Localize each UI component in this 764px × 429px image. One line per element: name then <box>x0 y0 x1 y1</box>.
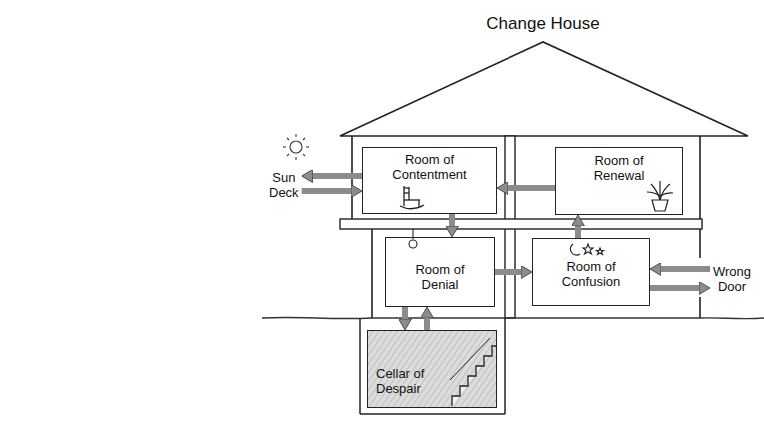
ground-line <box>262 317 764 318</box>
room-label: Cellar of Despair <box>376 367 448 397</box>
move-arrow <box>424 318 430 330</box>
room-box: Cellar of Despair <box>367 330 497 408</box>
room-label: Room of Denial <box>400 263 480 293</box>
move-arrow <box>575 226 581 238</box>
outside-place: Wrong Door <box>710 262 754 298</box>
room-box: Room of Renewal <box>555 147 683 215</box>
rocking-chair-symbol <box>400 186 424 209</box>
room-label: Sun Deck <box>269 171 299 201</box>
plant-symbol <box>647 181 673 211</box>
move-arrow <box>449 214 455 226</box>
cellar-shading <box>367 330 497 408</box>
room-box: Room of Denial <box>385 237 495 307</box>
move-arrow <box>650 285 699 291</box>
sun-symbol <box>283 134 309 160</box>
light-bulb-symbol <box>409 229 417 248</box>
move-arrow <box>402 307 408 319</box>
move-arrow <box>495 269 521 275</box>
roof-outline <box>340 42 748 136</box>
room-box: Room of Contentment <box>362 147 497 214</box>
move-arrow <box>661 266 710 272</box>
room-label: Wrong Door <box>713 265 751 295</box>
moon-stars-symbol <box>570 244 603 255</box>
floor-beam <box>340 219 702 229</box>
move-arrow <box>302 188 351 194</box>
move-arrow <box>313 173 362 179</box>
room-label: Room of Confusion <box>548 260 634 290</box>
diagram-title: Change House <box>443 14 643 34</box>
room-label: Room of Renewal <box>577 154 661 184</box>
room-box: Room of Confusion <box>532 238 650 306</box>
basement-walls <box>360 318 505 414</box>
outside-place: Sun Deck <box>266 168 302 204</box>
stair-rail <box>450 338 490 380</box>
room-label: Room of Contentment <box>382 153 478 183</box>
move-arrow <box>508 185 555 191</box>
